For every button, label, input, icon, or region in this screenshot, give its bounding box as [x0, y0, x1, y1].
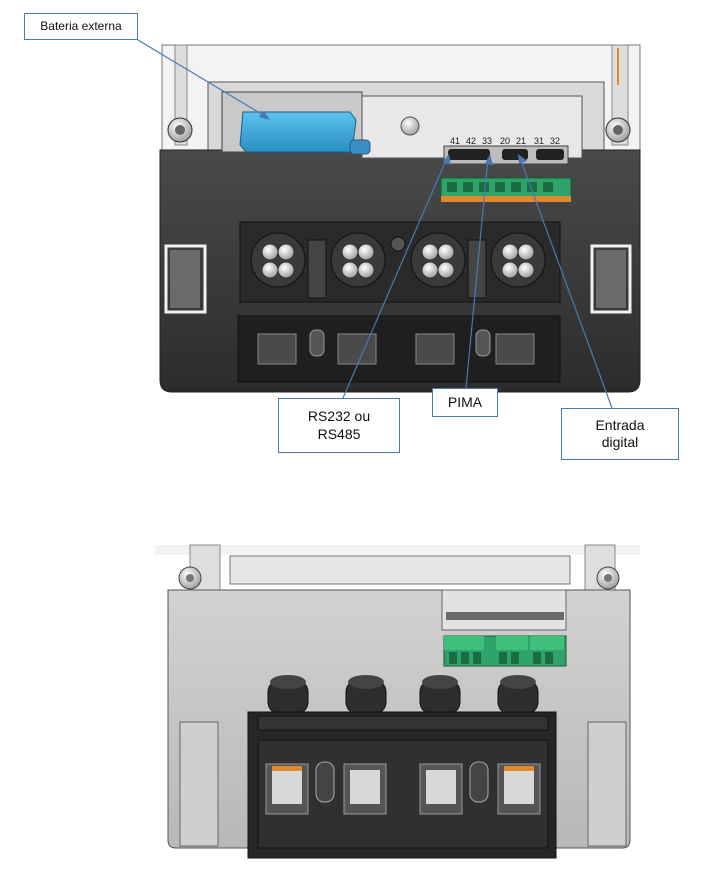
external-battery: [239, 111, 371, 155]
callout-label: RS232 ou: [307, 408, 371, 424]
cable-glands: [267, 675, 539, 715]
callout-label: Bateria externa: [40, 19, 122, 33]
green-connector: [440, 177, 572, 202]
terminal-number: 42: [466, 136, 476, 146]
callout-label: PIMA: [447, 393, 483, 410]
terminal-screws-top: [250, 232, 546, 288]
meter-bottom-view: [155, 544, 640, 859]
callout-pima: PIMA: [432, 388, 498, 417]
terminal-slots-bottom: [265, 761, 541, 815]
arrow-heads: [259, 111, 527, 165]
callout-entrada-digital: Entrada digital: [561, 408, 679, 460]
terminal-number: 32: [550, 136, 560, 146]
terminal-number-labels: 41 42 33 20 21 31 32: [450, 136, 560, 146]
callout-label: RS485: [317, 425, 361, 442]
green-connector-bottom: [443, 635, 567, 667]
terminal-number: 20: [500, 136, 510, 146]
terminal-number: 41: [450, 136, 460, 146]
callout-rs232-rs485: RS232 ou RS485: [278, 398, 400, 453]
callout-label: Entrada: [595, 416, 645, 433]
meter-top-view: 41 42 33 20 21 31 32: [159, 44, 641, 393]
terminal-number: 21: [516, 136, 526, 146]
terminal-number: 33: [482, 136, 492, 146]
leader-lines: [137, 39, 613, 409]
callout-bateria-externa: Bateria externa: [24, 13, 138, 40]
terminal-number: 31: [534, 136, 544, 146]
callout-label: digital: [601, 434, 639, 450]
